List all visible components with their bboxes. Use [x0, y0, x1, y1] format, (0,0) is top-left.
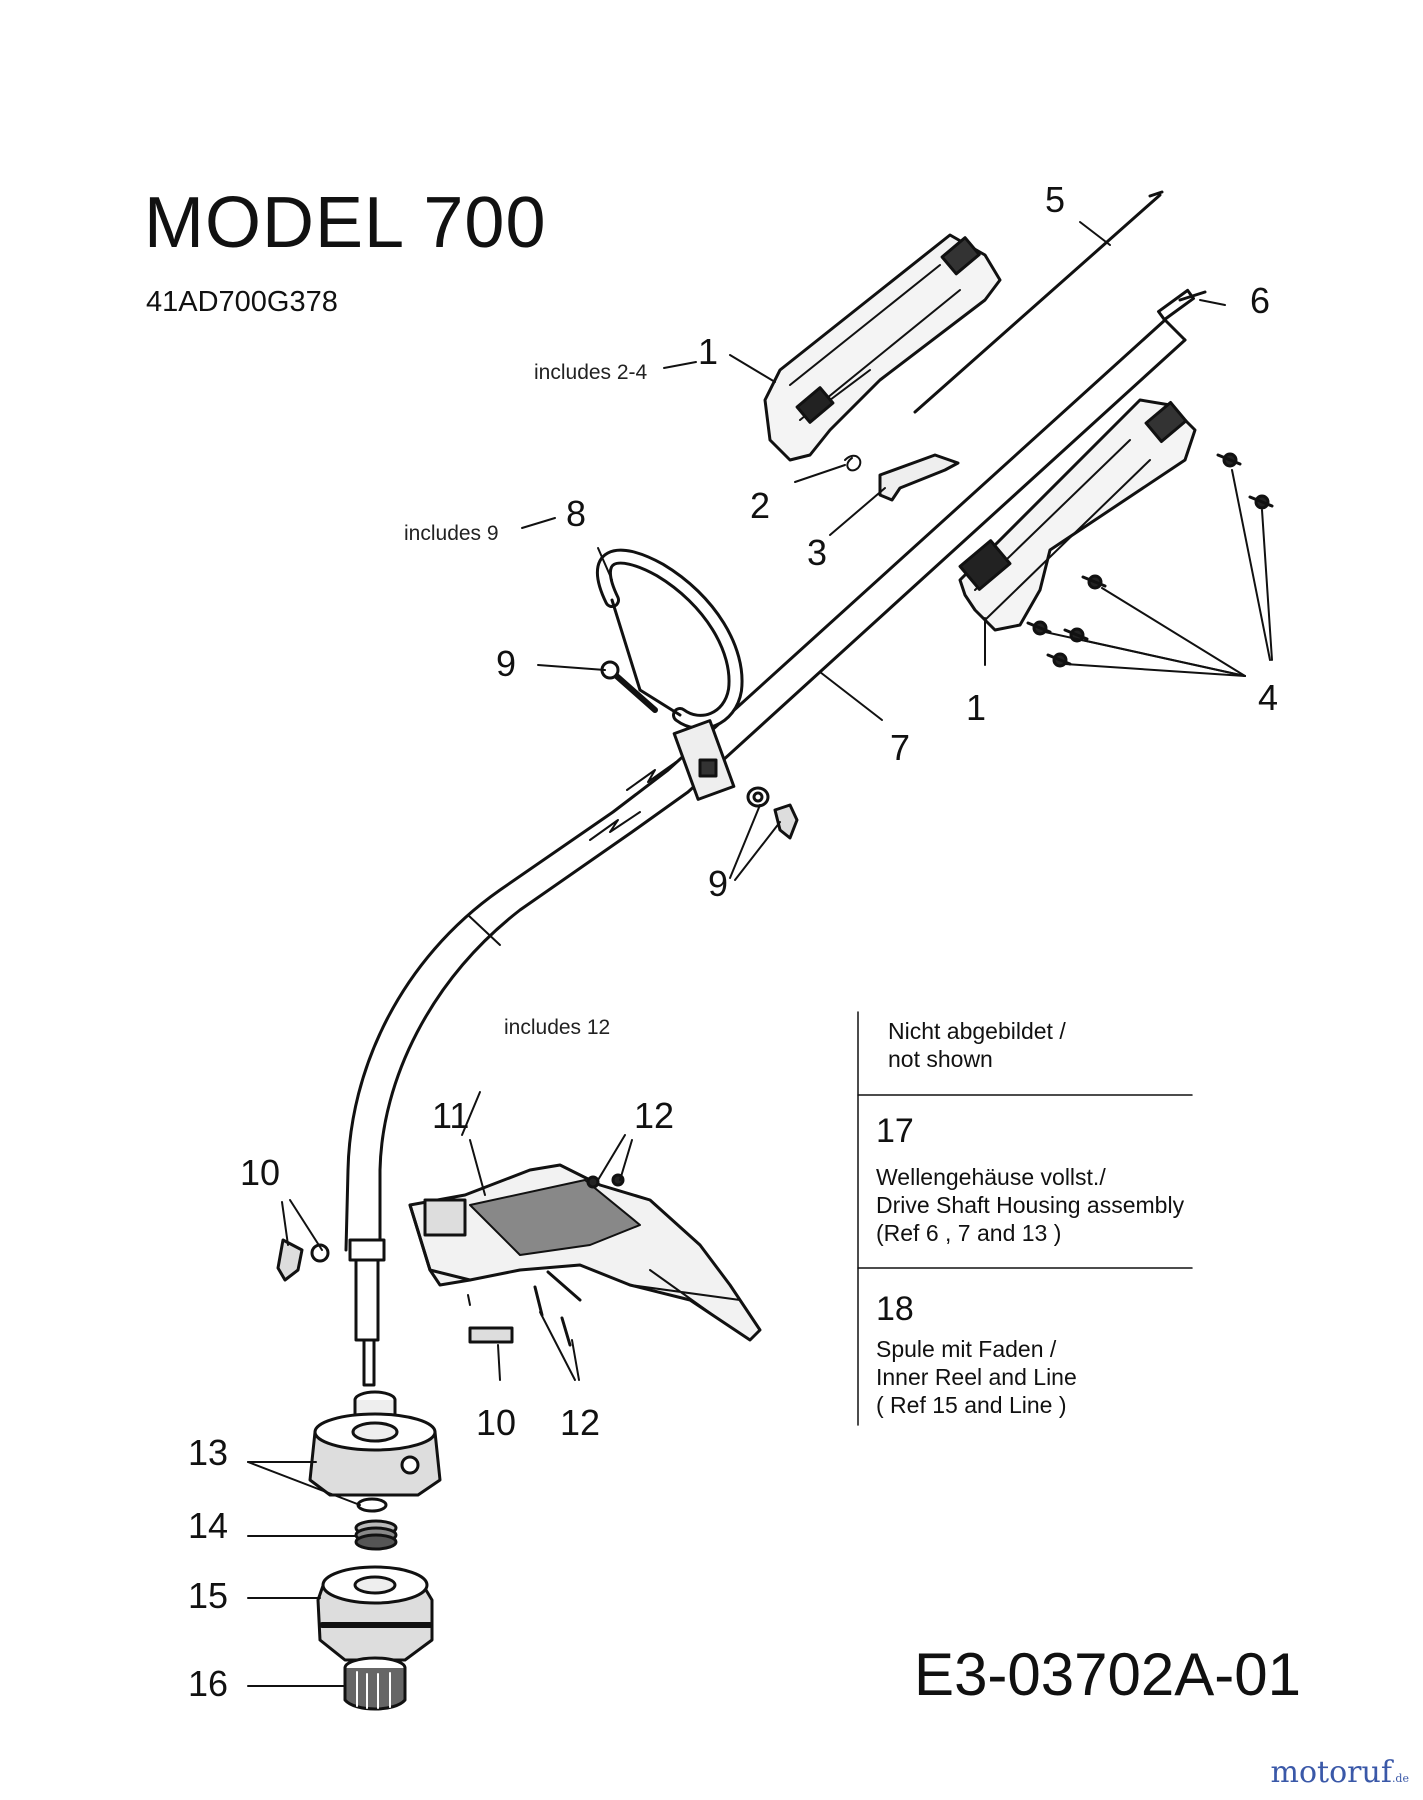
callout-3: 3: [807, 532, 828, 573]
spool-housing: [308, 1390, 442, 1497]
callout-7: 7: [890, 727, 911, 768]
callout-16: 16: [188, 1663, 229, 1704]
model-title: MODEL 700: [144, 183, 547, 263]
note-includes-12: includes 12: [504, 1016, 611, 1039]
spool-washer: [356, 1497, 388, 1513]
handle-housing-upper: [763, 233, 1002, 462]
callout-4: 4: [1258, 677, 1279, 718]
model-number: 41AD700G378: [146, 286, 338, 318]
housing-screws: [1026, 452, 1274, 668]
not-shown-item-ref: ( Ref 15 and Line ): [876, 1392, 1067, 1418]
callout-2: 2: [750, 485, 771, 526]
logo-text: motoruf: [1270, 1755, 1392, 1790]
handle-bolt: [600, 660, 658, 713]
not-shown-item-desc-en: Inner Reel and Line: [876, 1364, 1077, 1390]
callout-1-lower: 1: [966, 687, 987, 728]
guard-wing-nut: [276, 1238, 330, 1282]
note-includes-2-4: includes 2-4: [534, 361, 648, 384]
callout-12-bottom: 12: [560, 1402, 601, 1443]
throttle-cable: [913, 190, 1164, 414]
leader-lines: [247, 221, 1273, 1687]
callout-5: 5: [1045, 179, 1066, 220]
handle-housing-lower: [958, 398, 1197, 632]
guard-bolt: [467, 1294, 514, 1344]
logo-suffix: .de: [1391, 1772, 1409, 1785]
callout-15: 15: [188, 1575, 229, 1616]
callout-8: 8: [566, 493, 587, 534]
callout-10-bottom: 10: [476, 1402, 517, 1443]
washer-and-wing-nut: [746, 786, 799, 840]
spool-knob: [343, 1656, 407, 1711]
not-shown-item-ref: (Ref 6 , 7 and 13 ): [876, 1220, 1062, 1246]
note-includes-9: includes 9: [404, 522, 499, 545]
not-shown-item-desc-en: Drive Shaft Housing assembly: [876, 1192, 1185, 1218]
callout-10-left: 10: [240, 1152, 281, 1193]
trigger-spring: [844, 454, 862, 472]
throttle-trigger: [878, 453, 960, 502]
not-shown-heading-en: not shown: [888, 1046, 993, 1072]
document-id: E3-03702A-01: [914, 1641, 1301, 1708]
callout-1-upper: 1: [698, 331, 719, 372]
callout-6: 6: [1250, 280, 1271, 321]
callout-11: 11: [432, 1095, 470, 1136]
motoruf-logo: motoruf.de: [1271, 1755, 1409, 1790]
loop-handle: [595, 548, 744, 801]
not-shown-item-number: 17: [876, 1112, 914, 1150]
inner-reel: [316, 1565, 434, 1662]
not-shown-item-number: 18: [876, 1290, 914, 1328]
not-shown-item-desc-de: Spule mit Faden /: [876, 1336, 1057, 1362]
callout-14: 14: [188, 1505, 229, 1546]
spool-spring: [354, 1519, 398, 1551]
cable-end-fitting: [1156, 288, 1207, 322]
grass-guard: [408, 1163, 762, 1342]
callout-12-top: 12: [634, 1095, 675, 1136]
not-shown-table-rules: [857, 1011, 1193, 1426]
drive-shaft-tube: [344, 318, 1187, 1387]
callout-13: 13: [188, 1432, 229, 1473]
callout-9-upper: 9: [496, 643, 517, 684]
callout-9-lower: 9: [708, 863, 729, 904]
not-shown-item-desc-de: Wellengehäuse vollst./: [876, 1164, 1106, 1190]
not-shown-heading-de: Nicht abgebildet /: [888, 1018, 1066, 1044]
